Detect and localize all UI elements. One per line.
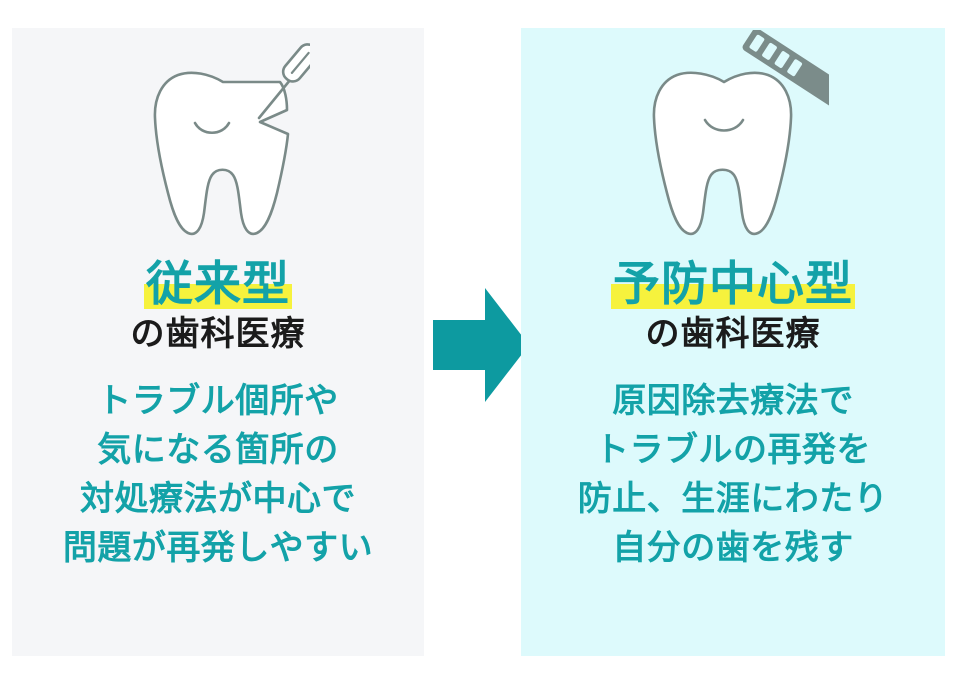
- healthy-tooth-toothbrush-icon: [652, 30, 829, 236]
- body-line: 防止、生涯にわたり: [577, 479, 889, 518]
- arrow-right-icon: [433, 288, 529, 402]
- panel-preventive: 予防中心型 の歯科医療 原因除去療法で トラブルの再発を 防止、生涯にわたり 自…: [521, 28, 945, 656]
- tooth-cavity-probe-icon: [153, 43, 310, 236]
- body-line: 対処療法が中心で: [79, 479, 356, 518]
- illustration-tooth-with-toothbrush: [521, 28, 945, 256]
- body-line: 自分の歯を残す: [612, 528, 854, 567]
- heading-preventive: 予防中心型 の歯科医療: [611, 260, 855, 351]
- body-line: トラブルの再発を: [595, 430, 871, 469]
- heading-accent-label: 予防中心型: [613, 257, 853, 310]
- heading-conventional: 従来型 の歯科医療: [131, 260, 306, 351]
- heading-sub-label: の歯科医療: [130, 315, 306, 353]
- body-text-conventional: トラブル個所や 気になる箇所の 対処療法が中心で 問題が再発しやすい: [63, 377, 373, 573]
- heading-accent-text: 従来型: [144, 257, 292, 310]
- body-line: 原因除去療法で: [612, 382, 854, 420]
- arrow-right-shape: [433, 288, 529, 402]
- illustration-tooth-with-cavity: [12, 28, 424, 256]
- heading-accent-text: 予防中心型: [611, 257, 855, 310]
- panel-conventional: 従来型 の歯科医療 トラブル個所や 気になる箇所の 対処療法が中心で 問題が再発…: [12, 28, 424, 656]
- body-line: トラブル個所や: [97, 382, 339, 420]
- body-line: 気になる箇所の: [97, 430, 339, 469]
- heading-accent-label: 従来型: [146, 257, 290, 310]
- body-line: 問題が再発しやすい: [62, 528, 374, 567]
- heading-sub-label: の歯科医療: [645, 315, 821, 353]
- body-text-preventive: 原因除去療法で トラブルの再発を 防止、生涯にわたり 自分の歯を残す: [578, 377, 889, 573]
